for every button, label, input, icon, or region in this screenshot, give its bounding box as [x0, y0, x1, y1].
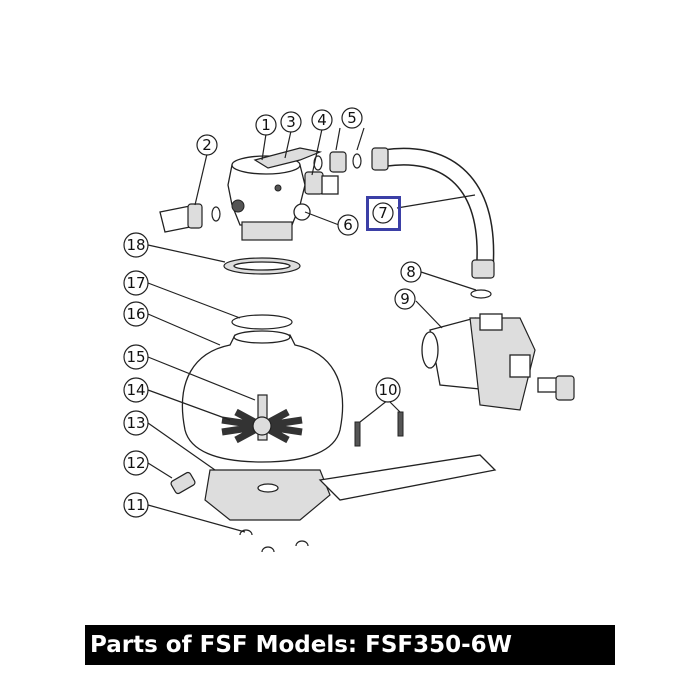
drain-part-12	[170, 471, 196, 495]
svg-text:15: 15	[126, 348, 145, 366]
svg-text:8: 8	[406, 263, 416, 281]
callout-1: 1	[255, 114, 277, 136]
callout-4: 4	[311, 109, 333, 131]
svg-text:5: 5	[347, 109, 357, 127]
callout-9: 9	[394, 288, 416, 310]
highlight-box-part-7	[366, 196, 401, 231]
union-part-2	[159, 203, 221, 233]
callout-14: 14	[123, 377, 149, 403]
callout-18: 18	[123, 232, 149, 258]
svg-text:16: 16	[126, 305, 145, 323]
svg-text:11: 11	[126, 496, 145, 514]
o-ring-part-8	[470, 289, 492, 299]
base-part-13	[204, 454, 497, 521]
callout-7: 7	[372, 202, 394, 224]
models-title-banner: Parts of FSF Models: FSF350-6W	[85, 625, 615, 665]
clips-part-11	[239, 529, 309, 553]
bolts-part-10	[354, 411, 404, 447]
union-part-4	[304, 171, 339, 195]
svg-text:13: 13	[126, 414, 145, 432]
laterals-part-14	[221, 394, 303, 444]
o-ring-part-17	[231, 314, 293, 330]
clamp-part-18	[223, 257, 301, 275]
hose-part-7	[371, 147, 495, 279]
callout-8: 8	[400, 261, 422, 283]
svg-text:7: 7	[378, 204, 388, 222]
callout-10: 10	[375, 377, 401, 403]
callout-16: 16	[123, 301, 149, 327]
svg-text:4: 4	[317, 111, 327, 129]
svg-text:9: 9	[400, 290, 410, 308]
callout-17: 17	[123, 270, 149, 296]
svg-text:18: 18	[126, 236, 145, 254]
callout-15: 15	[123, 344, 149, 370]
callout-5: 5	[341, 107, 363, 129]
svg-text:12: 12	[126, 454, 145, 472]
leader-lines	[147, 127, 477, 533]
svg-text:10: 10	[378, 381, 397, 399]
callout-13: 13	[123, 410, 149, 436]
callout-11: 11	[123, 492, 149, 518]
union-part-5	[313, 151, 362, 173]
svg-text:6: 6	[343, 216, 353, 234]
svg-text:3: 3	[286, 113, 296, 131]
callout-3: 3	[280, 111, 302, 133]
callout-6: 6	[337, 214, 359, 236]
callout-2: 2	[196, 134, 218, 156]
multiport-valve-part-1	[227, 147, 323, 241]
svg-text:2: 2	[202, 136, 212, 154]
pump-part-9	[421, 313, 575, 411]
svg-text:1: 1	[261, 116, 271, 134]
svg-text:14: 14	[126, 381, 145, 399]
svg-text:17: 17	[126, 274, 145, 292]
callout-12: 12	[123, 450, 149, 476]
